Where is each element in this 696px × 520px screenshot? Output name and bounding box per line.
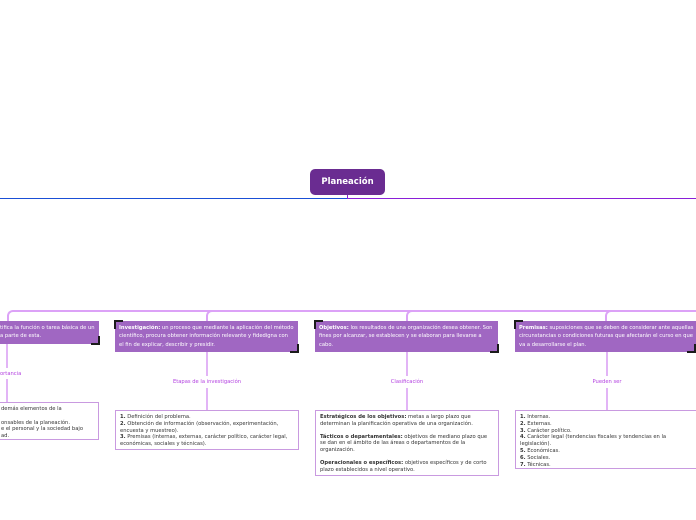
list-item: 3. Premisas (internas, externas, carácte… bbox=[120, 434, 288, 448]
list-item: 3. Carácter político. bbox=[520, 427, 572, 434]
detail-node[interactable]: 1. Internas. 2. Externas. 3. Carácter po… bbox=[515, 410, 696, 469]
relation-label: Pueden ser bbox=[592, 379, 622, 385]
connector-left bbox=[0, 198, 348, 199]
stem bbox=[406, 388, 408, 410]
list-item: 1. Definición del problema. bbox=[120, 414, 191, 420]
branch-drop bbox=[206, 310, 214, 322]
corner-mark bbox=[490, 344, 499, 353]
detail-line: onsables de la planeación. bbox=[1, 419, 70, 426]
corner-mark bbox=[687, 344, 696, 353]
branch-drop bbox=[406, 310, 414, 322]
branch-drop bbox=[7, 310, 15, 322]
corner-mark bbox=[114, 320, 123, 329]
topic-lead: Investigación: bbox=[119, 325, 161, 331]
detail-node[interactable]: 1. Definición del problema. 2. Obtención… bbox=[115, 410, 299, 450]
topic-text: un proceso que mediante la aplicación de… bbox=[119, 325, 294, 348]
paragraph: Tácticos o departamentales: objetivos de… bbox=[320, 433, 488, 454]
relation-label: ortancia bbox=[0, 371, 22, 377]
list-item: 5. Económicas. bbox=[520, 447, 560, 454]
corner-mark bbox=[290, 344, 299, 353]
topic-node-objetivos[interactable]: Objetivos: los resultados de una organiz… bbox=[314, 320, 499, 353]
list-item: 2. Externas. bbox=[520, 420, 552, 427]
stem bbox=[6, 379, 8, 403]
detail-line: demás elementos de la bbox=[1, 406, 62, 412]
detail-node[interactable]: demás elementos de la onsables de la pla… bbox=[0, 402, 99, 440]
root-node[interactable]: Planeación bbox=[310, 169, 385, 195]
detail-node[interactable]: Estratégicos de los objetivos: metas a l… bbox=[315, 410, 499, 476]
topic-node-investigacion[interactable]: Investigación: un proceso que mediante l… bbox=[114, 320, 299, 353]
stem bbox=[606, 352, 608, 376]
list-item: 6. Sociales. bbox=[520, 454, 551, 461]
stem bbox=[6, 344, 8, 368]
relation-label: Etapas de la investigación bbox=[172, 379, 242, 385]
corner-mark bbox=[314, 320, 323, 329]
list-item: 7. Técnicas. bbox=[520, 461, 551, 468]
branch-connector bbox=[14, 310, 696, 312]
connector-right bbox=[348, 198, 696, 199]
topic-node-funcion[interactable]: tifica la función o tarea básica de un a… bbox=[0, 321, 100, 345]
list-item: 1. Internas. bbox=[520, 414, 551, 420]
topic-text: los resultados de una organización desea… bbox=[319, 325, 493, 348]
stem bbox=[206, 352, 208, 376]
stem bbox=[406, 352, 408, 376]
topic-lead: Premisas: bbox=[519, 325, 548, 331]
list-item: 4. Carácter legal (tendencias fiscales y… bbox=[520, 434, 667, 448]
list-item: 2. Obtención de información (observación… bbox=[120, 420, 279, 434]
branch-drop bbox=[605, 310, 613, 322]
stem bbox=[606, 388, 608, 410]
root-connector bbox=[347, 195, 348, 199]
detail-line: ad. bbox=[1, 433, 10, 440]
detail-line bbox=[1, 413, 94, 420]
relation-label: Clasificación bbox=[390, 379, 424, 385]
topic-lead: Objetivos: bbox=[319, 325, 349, 331]
root-title: Planeación bbox=[321, 177, 374, 187]
topic-text: tifica la función o tarea básica de un a… bbox=[0, 325, 95, 340]
paragraph: Operacionales o específicos: objetivos e… bbox=[320, 459, 487, 473]
topic-text: suposiciones que se deben de considerar … bbox=[519, 325, 694, 348]
corner-mark bbox=[91, 336, 100, 345]
stem bbox=[206, 388, 208, 410]
corner-mark bbox=[514, 320, 523, 329]
paragraph: Estratégicos de los objetivos: metas a l… bbox=[320, 414, 473, 427]
topic-node-premisas[interactable]: Premisas: suposiciones que se deben de c… bbox=[514, 320, 696, 353]
detail-line: e el personal y la sociedad bajo bbox=[1, 426, 84, 433]
